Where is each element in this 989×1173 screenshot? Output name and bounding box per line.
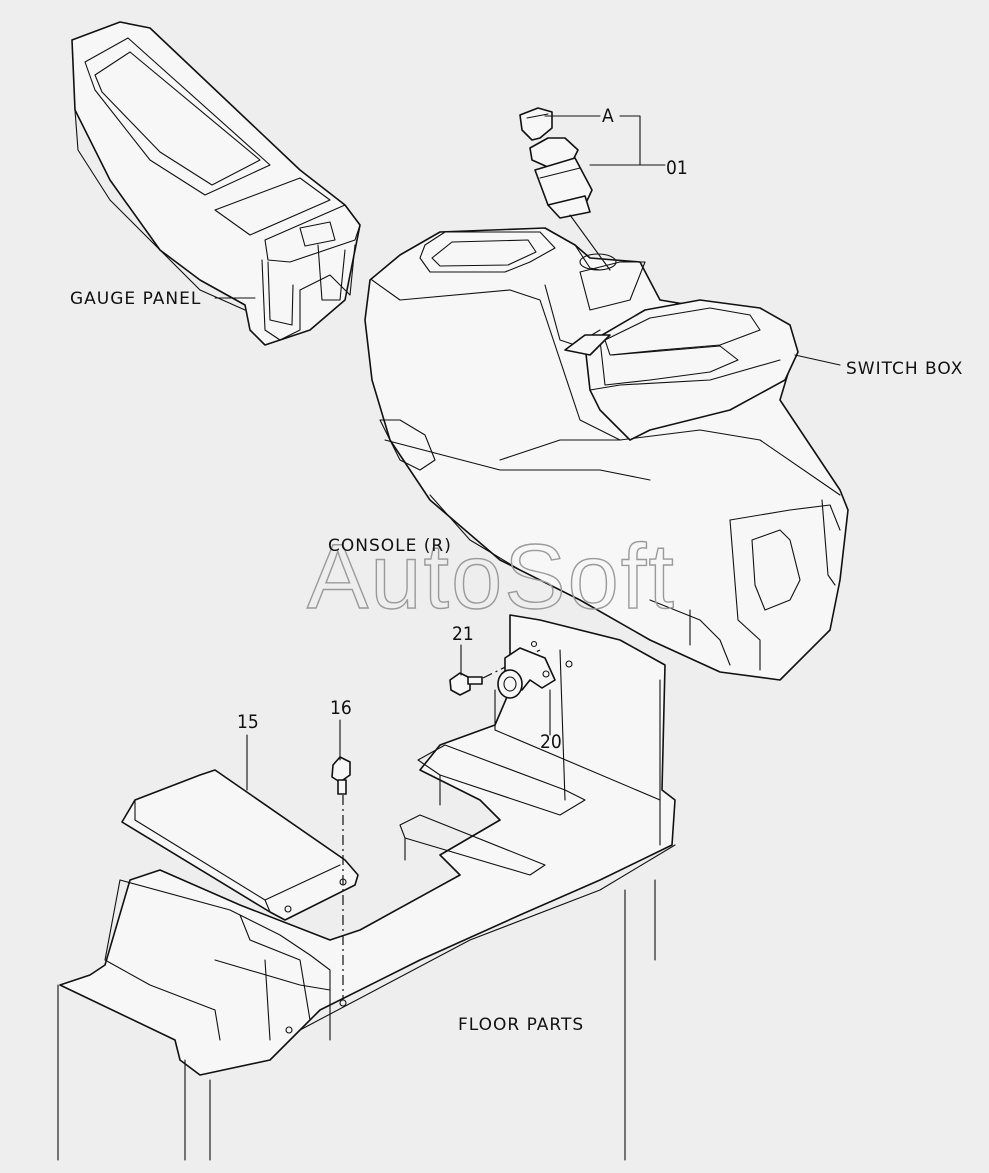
bolt-part-21 (449, 649, 541, 696)
callout-20: 20 (540, 731, 562, 753)
label-gauge-panel: GAUGE PANEL (70, 289, 201, 309)
box-part-15 (121, 769, 359, 921)
callout-15: 15 (237, 711, 259, 733)
key-switch-part (519, 107, 617, 271)
label-console: CONSOLE (R) (328, 536, 452, 556)
bracket-part-20 (497, 647, 556, 699)
label-floor-parts: FLOOR PARTS (458, 1015, 584, 1035)
callout-21: 21 (452, 623, 474, 645)
callout-01: 01 (666, 157, 688, 179)
gauge-panel-part (71, 21, 361, 346)
watermark: AutoSoft (307, 526, 676, 628)
switch-box-part (564, 299, 799, 441)
floor-parts-part (57, 614, 676, 1161)
leader-lines (214, 115, 841, 791)
callout-16: 16 (330, 697, 352, 719)
callout-a: A (602, 105, 614, 127)
label-switch-box: SWITCH BOX (846, 359, 963, 379)
